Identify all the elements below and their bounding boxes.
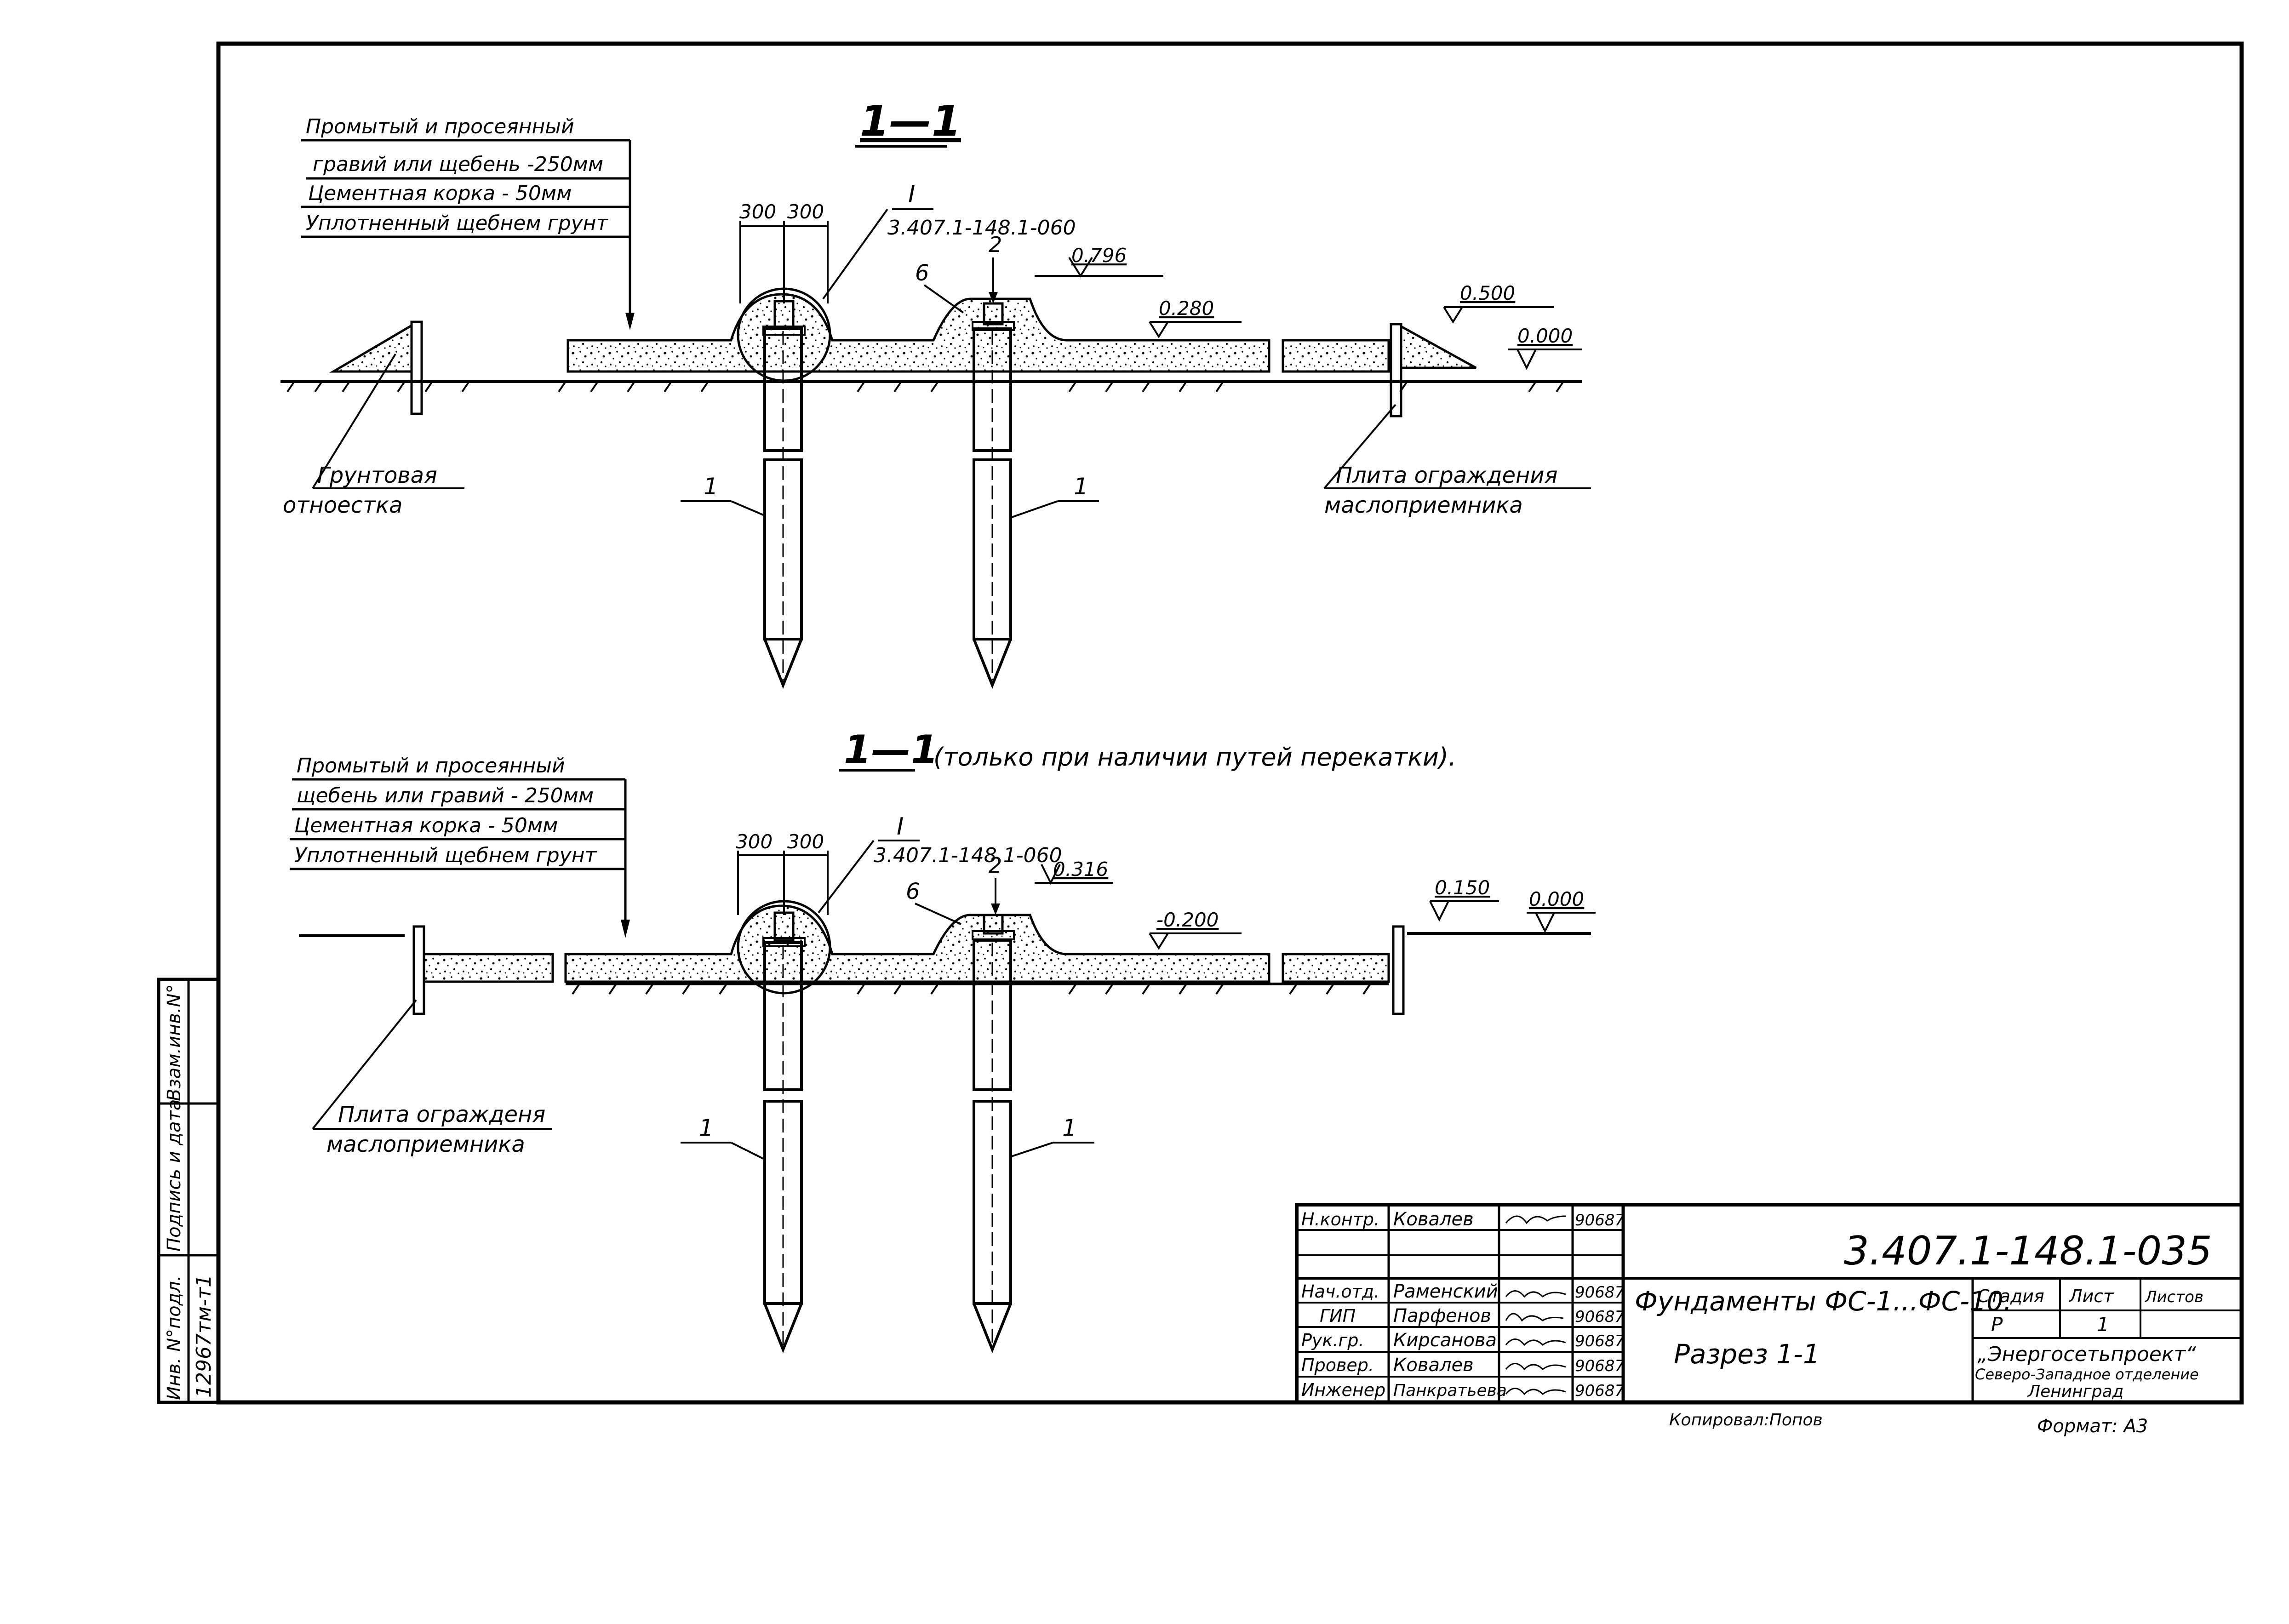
org-line-2: Северо-Западное отделение <box>1975 1366 2199 1383</box>
legend-top-line-4: Уплотненный щебнем грунт <box>306 212 608 235</box>
sheet-value: 1 <box>2097 1313 2109 1336</box>
pile-bottom-right <box>973 939 1012 1354</box>
pile-bottom-left <box>763 941 803 1354</box>
mark-2-bottom: 2 <box>989 853 1002 878</box>
tb-name-6: Кирсанова <box>1393 1330 1497 1351</box>
node-ref-top: 3.407.1-148.1-060 <box>887 216 1076 240</box>
tb-role-1: Н.контр. <box>1301 1209 1379 1229</box>
legend-top-line-1: Промытый и просеянный <box>306 115 574 138</box>
pile-top-left <box>763 327 803 689</box>
side-stamp-label-1: Инв. N°подл. <box>164 1275 185 1400</box>
side-stamp-label-2: Подпись и дата <box>164 1099 185 1252</box>
org-line-3: Ленинград <box>2027 1382 2123 1401</box>
sheet-frame <box>216 41 2244 1405</box>
section-top-title: 1—1 <box>860 97 961 146</box>
legend-top-line-2: гравий или щебень -250мм <box>313 153 603 176</box>
dim-bottom-1: 300 <box>736 830 773 853</box>
label-plate-top-2: маслоприемника <box>1324 492 1523 518</box>
tb-name-7: Ковалев <box>1393 1355 1474 1376</box>
dim-top-2: 300 <box>787 200 824 223</box>
section-top-legend: Промытый и просеянный гравий или щебень … <box>301 115 635 330</box>
label-plate-top-1: Плита ограждения <box>1336 463 1557 488</box>
elev-bottom-4: 0.000 <box>1529 888 1584 910</box>
tb-date-8: 90687 <box>1575 1382 1625 1400</box>
copied-by: Копировал:Попов <box>1669 1411 1823 1430</box>
tb-date-7: 90687 <box>1575 1357 1625 1375</box>
tb-role-6: Рук.гр. <box>1301 1330 1364 1350</box>
pile-mark-top-right: 1 <box>1074 473 1088 500</box>
inventory-number: 12967тм-т1 <box>192 1275 216 1398</box>
doc-code: 3.407.1-148.1-035 <box>1844 1228 2212 1274</box>
sheet-format: Формат: А3 <box>2037 1416 2148 1437</box>
tb-date-5: 90687 <box>1575 1308 1625 1326</box>
pile-mark-top-left: 1 <box>704 473 718 500</box>
tb-name-1: Ковалев <box>1393 1209 1474 1230</box>
section-top: 1—1 Промытый и просеянный гравий или щеб… <box>280 97 1591 689</box>
drawing-title-2: Разрез 1-1 <box>1674 1338 1820 1370</box>
label-slope-2: отноестка <box>283 492 402 518</box>
legend-bottom-line-3: Цементная корка - 50мм <box>294 814 558 837</box>
pile-mark-bottom-right: 1 <box>1062 1115 1077 1141</box>
stage-value: Р <box>1991 1313 2003 1336</box>
node-ref-bottom: 3.407.1-148.1-060 <box>874 844 1062 867</box>
elev-top-2: 0.280 <box>1159 297 1214 320</box>
legend-bottom-line-4: Уплотненный щебнем грунт <box>294 844 597 867</box>
section-bottom-subtitle: (только при наличии путей перекатки). <box>933 743 1456 772</box>
legend-top-line-3: Цементная корка - 50мм <box>308 182 572 205</box>
mark-6-bottom: 6 <box>906 879 920 904</box>
elev-top-1: 0.796 <box>1071 244 1127 267</box>
section-bottom: 1—1 (только при наличии путей перекатки)… <box>290 727 1596 1354</box>
tb-role-4: Нач.отд. <box>1301 1281 1379 1302</box>
sheet-label: Лист <box>2068 1286 2114 1306</box>
dim-top-1: 300 <box>739 200 776 223</box>
label-plate-bottom-2: маслоприемника <box>326 1132 525 1157</box>
tb-name-4: Раменский <box>1393 1281 1498 1302</box>
tb-sign-5 <box>1505 1313 1564 1322</box>
node-mark-top: I <box>908 181 915 208</box>
label-slope-1: Грунтовая <box>317 463 437 488</box>
tb-date-6: 90687 <box>1575 1332 1625 1350</box>
section-bottom-legend: Промытый и просеянный щебень или гравий … <box>290 754 630 938</box>
tb-name-5: Парфенов <box>1393 1305 1491 1327</box>
mark-6-top: 6 <box>915 260 929 286</box>
tb-date-1: 90687 <box>1575 1211 1625 1229</box>
dim-bottom-2: 300 <box>787 830 824 853</box>
tb-role-7: Провер. <box>1301 1355 1374 1375</box>
tb-sign-1 <box>1505 1215 1566 1224</box>
node-mark-bottom: I <box>897 813 904 841</box>
pile-top-right <box>973 327 1012 689</box>
tb-role-5: ГИП <box>1320 1306 1356 1326</box>
side-stamp: Инв. N°подл. Подпись и дата Взам.инв.N° … <box>157 978 220 1404</box>
title-block: Н.контр. Ковалев 90687 Нач.отд. Раменски… <box>1295 1203 2243 1404</box>
pile-mark-bottom-left: 1 <box>699 1115 714 1141</box>
section-bottom-title: 1—1 <box>844 727 938 773</box>
tb-name-8: Панкратьева <box>1393 1381 1507 1400</box>
elev-top-3: 0.500 <box>1460 282 1515 304</box>
elev-bottom-3: 0.150 <box>1435 876 1490 899</box>
elev-bottom-2: -0.200 <box>1156 909 1219 931</box>
label-plate-bottom-1: Плита огражденя <box>338 1102 545 1127</box>
drawing-title-1: Фундаменты ФС-1...ФС-10. <box>1635 1286 2012 1317</box>
stage-label: Стадия <box>1977 1286 2044 1306</box>
sheets-label: Листов <box>2144 1288 2203 1306</box>
legend-bottom-line-1: Промытый и просеянный <box>297 754 565 778</box>
tb-role-8: Инженер <box>1301 1380 1385 1400</box>
elev-bottom-1: 0.316 <box>1053 858 1108 881</box>
tb-sign-4 <box>1505 1290 1566 1298</box>
legend-bottom-line-2: щебень или гравий - 250мм <box>297 784 594 807</box>
org-line-1: „Энергосетьпроект“ <box>1977 1343 2196 1366</box>
elev-top-4: 0.000 <box>1517 325 1573 347</box>
tb-sign-8 <box>1505 1388 1566 1395</box>
tb-sign-7 <box>1505 1363 1566 1371</box>
tb-date-4: 90687 <box>1575 1283 1625 1302</box>
mark-2-top: 2 <box>989 232 1002 257</box>
side-stamp-label-3: Взам.инв.N° <box>164 984 185 1101</box>
tb-sign-6 <box>1505 1338 1566 1346</box>
